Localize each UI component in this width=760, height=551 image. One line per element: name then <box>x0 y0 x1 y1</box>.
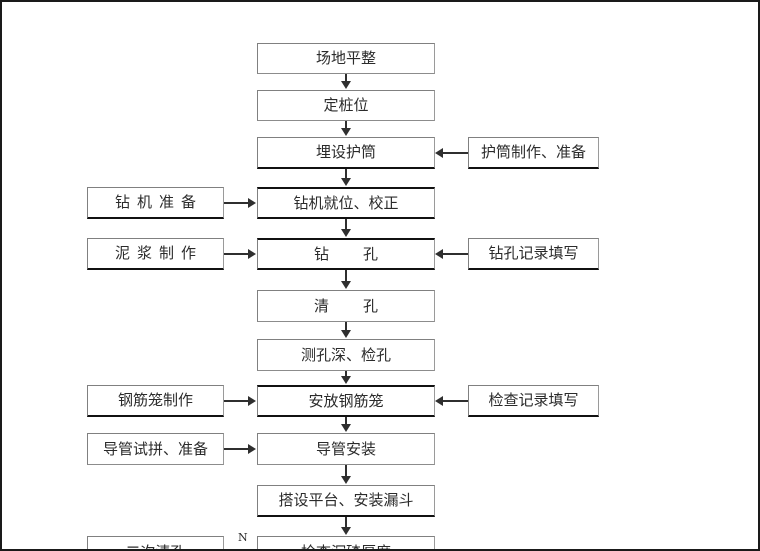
node-rebar-cage-making[interactable]: 钢筋笼制作 <box>87 385 224 417</box>
node-casing-fabrication-label: 护筒制作、准备 <box>480 143 586 161</box>
connector-install-tremie-to-platform-hopper <box>345 465 347 477</box>
arrowhead-bury-casing <box>341 128 351 136</box>
connector-drilling-to-hole-cleaning <box>345 270 347 282</box>
node-casing-fabrication[interactable]: 护筒制作、准备 <box>468 137 599 169</box>
node-rig-preparation-label: 钻机准备 <box>114 193 203 211</box>
connector-platform-hopper-to-check-sediment <box>345 517 347 528</box>
arrowhead-check-sediment <box>341 527 351 535</box>
node-rig-preparation[interactable]: 钻机准备 <box>87 187 224 219</box>
node-tremie-trial-prep-label: 导管试拼、准备 <box>102 439 208 458</box>
arrowhead-measure-depth <box>341 330 351 338</box>
node-measure-depth-check[interactable]: 测孔深、检孔 <box>257 339 435 371</box>
arrowhead-install-tremie-left <box>248 444 256 454</box>
node-measure-depth-check-label: 测孔深、检孔 <box>300 345 391 364</box>
node-second-cleaning[interactable]: 二次清孔 <box>87 536 224 549</box>
node-slurry-making-label: 泥浆制作 <box>114 244 203 262</box>
arrowhead-bury-casing-right <box>435 148 443 158</box>
node-hole-cleaning-label: 清孔 <box>313 296 412 315</box>
arrowhead-drilling <box>341 229 351 237</box>
node-tremie-trial-prep[interactable]: 导管试拼、准备 <box>87 433 224 465</box>
node-second-cleaning-label: 二次清孔 <box>125 544 185 549</box>
node-drilling-record-label: 钻孔记录填写 <box>488 244 579 262</box>
node-bury-casing-label: 埋设护筒 <box>315 143 376 161</box>
node-site-leveling[interactable]: 场地平整 <box>257 43 435 74</box>
node-drilling-label: 钻孔 <box>313 244 412 263</box>
connector-measure-depth-to-place-rebar-cage <box>345 371 347 377</box>
connector-inspection-record-to-place-rebar-cage <box>443 400 468 402</box>
arrowhead-place-rebar-cage-left <box>248 396 256 406</box>
connector-tremie-trial-prep-to-install-tremie <box>224 448 249 450</box>
arrowhead-platform-hopper <box>341 476 351 484</box>
connector-casing-fabrication-to-bury-casing <box>443 152 468 154</box>
node-inspection-record[interactable]: 检查记录填写 <box>468 385 599 417</box>
node-rig-position-align[interactable]: 钻机就位、校正 <box>257 187 435 219</box>
node-check-sediment[interactable]: 检查沉碴厚度 <box>257 536 435 549</box>
arrowhead-rig-position-left <box>248 198 256 208</box>
connector-place-rebar-cage-to-install-tremie <box>345 417 347 425</box>
connector-bury-casing-to-rig-position <box>345 169 347 179</box>
connector-rig-preparation-to-rig-position <box>224 202 249 204</box>
arrowhead-drilling-left <box>248 249 256 259</box>
node-check-sediment-label: 检查沉碴厚度 <box>301 544 391 549</box>
node-drilling-record[interactable]: 钻孔记录填写 <box>468 238 599 270</box>
arrowhead-drilling-right <box>435 249 443 259</box>
node-place-rebar-cage[interactable]: 安放钢筋笼 <box>257 385 435 417</box>
branch-label-no: N <box>238 531 248 544</box>
arrowhead-hole-cleaning <box>341 281 351 289</box>
node-inspection-record-label: 检查记录填写 <box>488 391 579 409</box>
arrowhead-install-tremie <box>341 424 351 432</box>
node-set-pile-position[interactable]: 定桩位 <box>257 90 435 121</box>
node-slurry-making[interactable]: 泥浆制作 <box>87 238 224 270</box>
node-platform-hopper[interactable]: 搭设平台、安装漏斗 <box>257 485 435 517</box>
node-set-pile-position-label: 定桩位 <box>323 96 369 114</box>
node-hole-cleaning[interactable]: 清孔 <box>257 290 435 322</box>
connector-set-pile-position-to-bury-casing <box>345 121 347 129</box>
connector-rig-position-to-drilling <box>345 219 347 230</box>
node-place-rebar-cage-label: 安放钢筋笼 <box>308 391 384 410</box>
arrowhead-place-rebar-cage-right <box>435 396 443 406</box>
node-install-tremie-label: 导管安装 <box>315 439 376 458</box>
node-platform-hopper-label: 搭设平台、安装漏斗 <box>278 491 414 509</box>
node-rig-position-align-label: 钻机就位、校正 <box>293 193 399 212</box>
connector-drilling-record-to-drilling <box>443 253 468 255</box>
arrowhead-place-rebar-cage <box>341 376 351 384</box>
node-drilling[interactable]: 钻孔 <box>257 238 435 270</box>
node-bury-casing[interactable]: 埋设护筒 <box>257 137 435 169</box>
node-rebar-cage-making-label: 钢筋笼制作 <box>117 391 193 409</box>
connector-rebar-cage-making-to-place-rebar-cage <box>224 400 249 402</box>
node-site-leveling-label: 场地平整 <box>315 49 376 67</box>
arrowhead-rig-position <box>341 178 351 186</box>
connector-hole-cleaning-to-measure-depth <box>345 322 347 331</box>
arrowhead-set-pile-position <box>341 81 351 89</box>
connector-site-leveling-to-set-pile-position <box>345 74 347 82</box>
connector-slurry-making-to-drilling <box>224 253 249 255</box>
node-install-tremie[interactable]: 导管安装 <box>257 433 435 465</box>
